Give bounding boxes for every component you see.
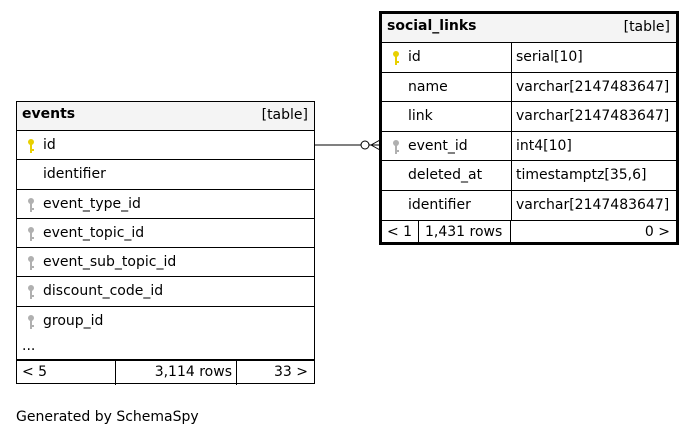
- column-row-event-id[interactable]: event_id int4[10]: [382, 131, 676, 161]
- foreign-key-icon: [28, 285, 34, 300]
- events-table-header[interactable]: events [table]: [17, 102, 314, 131]
- column-type: timestamptz[35,6]: [516, 167, 647, 183]
- column-name: group_id: [43, 312, 104, 329]
- column-row-link[interactable]: link varchar[2147483647]: [382, 102, 676, 132]
- column-name: event_id: [408, 137, 468, 154]
- table-type-label: [table]: [623, 19, 670, 35]
- primary-key-icon: [393, 51, 399, 65]
- column-row-identifier[interactable]: identifier: [17, 160, 314, 190]
- more-columns-row: ...: [17, 336, 314, 361]
- more-columns-indicator: ...: [22, 338, 36, 355]
- foreign-key-icon: [28, 226, 34, 241]
- column-name: event_sub_topic_id: [43, 254, 177, 271]
- table-name: events: [22, 106, 76, 122]
- social-links-table-footer: < 1 1,431 rows 0 >: [382, 220, 676, 245]
- column-type: int4[10]: [516, 137, 572, 154]
- table-name: social_links: [387, 18, 477, 34]
- foreign-key-icon: [28, 197, 34, 212]
- column-type: varchar[2147483647]: [516, 78, 670, 95]
- column-row-name[interactable]: name varchar[2147483647]: [382, 72, 676, 102]
- column-row-discount-code-id[interactable]: discount_code_id: [17, 277, 314, 307]
- column-row-event-sub-topic-id[interactable]: event_sub_topic_id: [17, 248, 314, 278]
- column-row-event-type-id[interactable]: event_type_id: [17, 190, 314, 219]
- foreign-key-icon: [28, 256, 34, 271]
- parents-count[interactable]: < 1: [387, 224, 413, 240]
- column-name: event_topic_id: [43, 224, 145, 241]
- column-row-identifier[interactable]: identifier varchar[2147483647]: [382, 190, 676, 220]
- column-type: varchar[2147483647]: [516, 108, 670, 124]
- social-links-table-header[interactable]: social_links [table]: [382, 14, 676, 43]
- relationship-optional-marker: [360, 140, 370, 150]
- column-name: name: [408, 78, 448, 95]
- column-name: id: [43, 137, 56, 153]
- column-type: serial[10]: [516, 49, 583, 65]
- column-row-event-topic-id[interactable]: event_topic_id: [17, 219, 314, 249]
- children-count[interactable]: 33 >: [274, 364, 308, 381]
- generated-by-text: Generated by SchemaSpy: [16, 409, 199, 425]
- column-name: discount_code_id: [43, 283, 164, 300]
- children-count[interactable]: 0 >: [644, 224, 670, 240]
- relationship-crowfoot-lower: [370, 144, 381, 151]
- foreign-key-icon: [28, 314, 34, 329]
- events-table-footer: < 5 3,114 rows 33 >: [17, 360, 314, 386]
- column-name: deleted_at: [408, 167, 483, 183]
- table-type-label: [table]: [261, 107, 308, 123]
- events-table[interactable]: events [table] id identifier event_type_id…: [16, 101, 315, 386]
- column-name: identifier: [408, 196, 471, 213]
- row-count: 1,431 rows: [425, 224, 503, 240]
- column-row-group-id[interactable]: group_id: [17, 307, 314, 336]
- column-row-deleted-at[interactable]: deleted_at timestamptz[35,6]: [382, 161, 676, 191]
- relationship-crowfoot-upper: [370, 139, 381, 146]
- column-name: event_type_id: [43, 195, 141, 212]
- foreign-key-icon: [393, 139, 399, 154]
- column-name: id: [408, 49, 421, 65]
- column-row-id[interactable]: id serial[10]: [382, 43, 676, 73]
- parents-count[interactable]: < 5: [22, 364, 48, 381]
- column-name: identifier: [43, 166, 106, 183]
- column-row-id[interactable]: id: [17, 131, 314, 161]
- row-count: 3,114 rows: [154, 364, 232, 381]
- social-links-table[interactable]: social_links [table] id serial[10] name var…: [379, 11, 679, 245]
- primary-key-icon: [28, 139, 34, 153]
- column-type: varchar[2147483647]: [516, 196, 670, 213]
- column-name: link: [408, 108, 433, 124]
